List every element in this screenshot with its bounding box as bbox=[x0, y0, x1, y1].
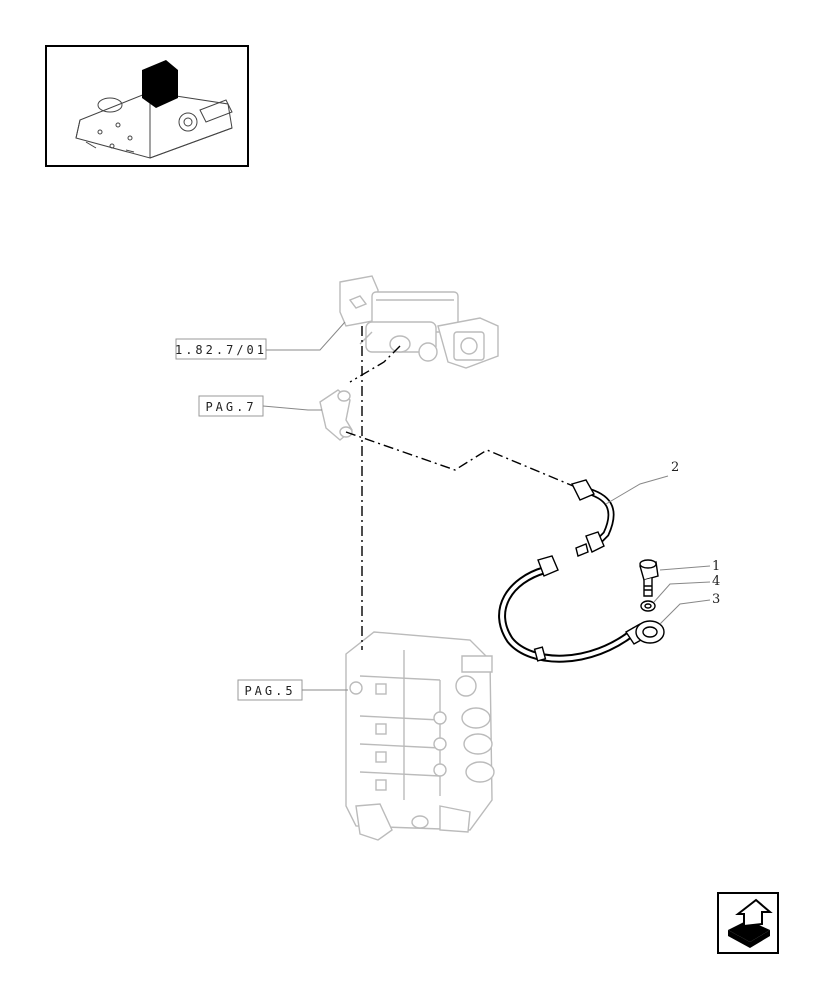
elbow-fitting bbox=[319, 389, 353, 441]
callout-number: 2 bbox=[671, 460, 679, 475]
callout-3: 3 bbox=[659, 592, 720, 625]
upper-valve-assembly bbox=[339, 275, 499, 369]
callout-1: 1 bbox=[659, 559, 720, 574]
banjo-bolt bbox=[639, 559, 659, 597]
callout-number: 1 bbox=[712, 559, 720, 574]
page-ref-bottom-text: PAG.5 bbox=[244, 684, 295, 698]
control-valve-block bbox=[345, 631, 495, 841]
return-arrow-icon[interactable] bbox=[717, 892, 779, 954]
page-ref-top-label[interactable]: PAG.7 bbox=[198, 395, 322, 417]
callout-2: 2 bbox=[605, 460, 679, 505]
banjo-fitting bbox=[635, 620, 665, 644]
page-ref-bottom-label[interactable]: PAG.5 bbox=[237, 679, 348, 701]
thumbnail-overview[interactable] bbox=[45, 45, 249, 167]
group-ref-text: 1.82.7/01 bbox=[175, 343, 267, 357]
callout-number: 3 bbox=[712, 592, 720, 607]
hydraulic-pipe bbox=[498, 479, 649, 663]
group-ref-label[interactable]: 1.82.7/01 bbox=[175, 321, 346, 360]
highlighted-part-marker bbox=[142, 60, 178, 108]
callout-4: 4 bbox=[653, 574, 720, 603]
callout-number: 4 bbox=[712, 574, 720, 589]
page-ref-top-text: PAG.7 bbox=[205, 400, 256, 414]
washer bbox=[640, 600, 656, 612]
connection-lines bbox=[345, 326, 579, 650]
